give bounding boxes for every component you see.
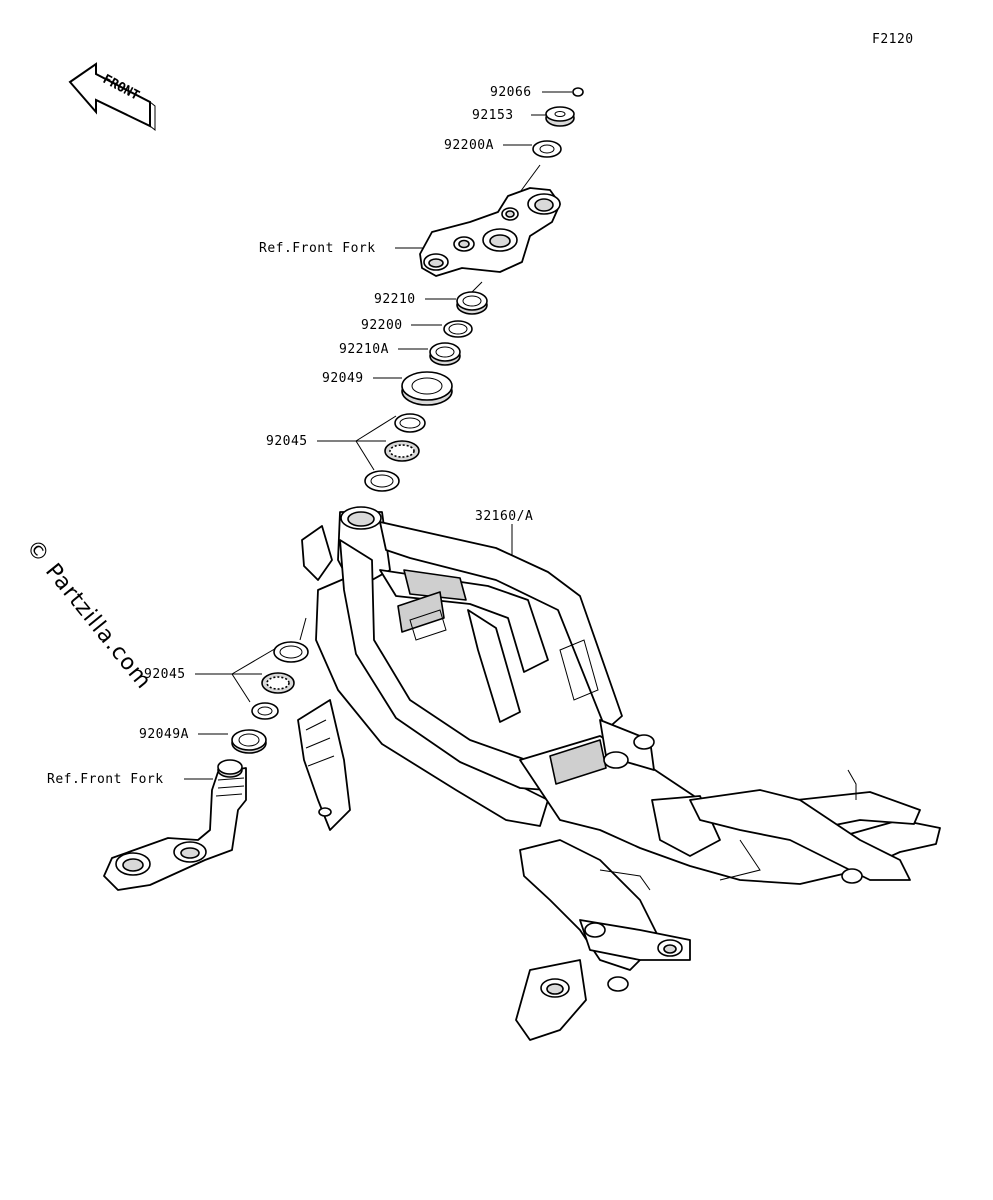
label-92200: 92200 [361, 318, 403, 333]
bearing-92045-bottom [251, 641, 309, 720]
upper-triple-clamp [419, 187, 561, 277]
label-92210A: 92210A [339, 342, 389, 357]
label-92066: 92066 [490, 85, 532, 100]
seal-92049A [231, 729, 267, 754]
cap-92066 [572, 87, 584, 97]
label-ref-front-fork-top: Ref.Front Fork [259, 241, 376, 256]
washer-92200 [443, 320, 473, 338]
label-92049A: 92049A [139, 727, 189, 742]
label-92045-top: 92045 [266, 434, 308, 449]
label-92200A: 92200A [444, 138, 494, 153]
label-92210: 92210 [374, 292, 416, 307]
label-32160A: 32160/A [475, 509, 534, 524]
main-frame [297, 506, 941, 1041]
nut-92210 [456, 291, 488, 315]
front-arrow-icon: FRONT [68, 62, 156, 132]
washer-92200A [532, 140, 562, 158]
figure-code: F2120 [872, 32, 914, 47]
seal-92049 [401, 371, 453, 406]
lower-triple-clamp [103, 759, 247, 891]
label-ref-front-fork-bottom: Ref.Front Fork [47, 772, 164, 787]
label-92049: 92049 [322, 371, 364, 386]
nut-92153 [545, 106, 575, 127]
bearing-92045-top [364, 413, 426, 492]
label-92045-bottom: 92045 [144, 667, 186, 682]
nut-92210A [429, 342, 461, 366]
label-92153: 92153 [472, 108, 514, 123]
